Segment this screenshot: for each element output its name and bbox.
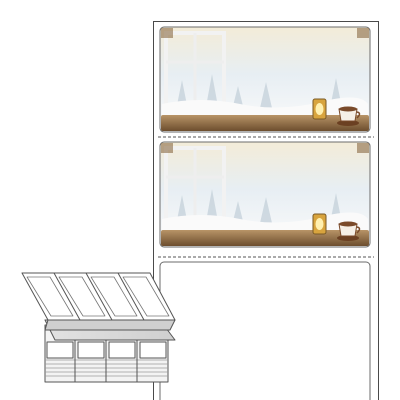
printed-label-2 xyxy=(159,141,371,248)
fanfold-stack-icon xyxy=(21,272,176,383)
lantern-icon xyxy=(312,98,327,120)
blank-label-3 xyxy=(159,261,371,400)
coffee-cup-icon xyxy=(337,221,361,241)
coffee-cup-icon xyxy=(337,106,361,126)
lantern-icon xyxy=(312,213,327,235)
printed-label-1 xyxy=(159,26,371,133)
